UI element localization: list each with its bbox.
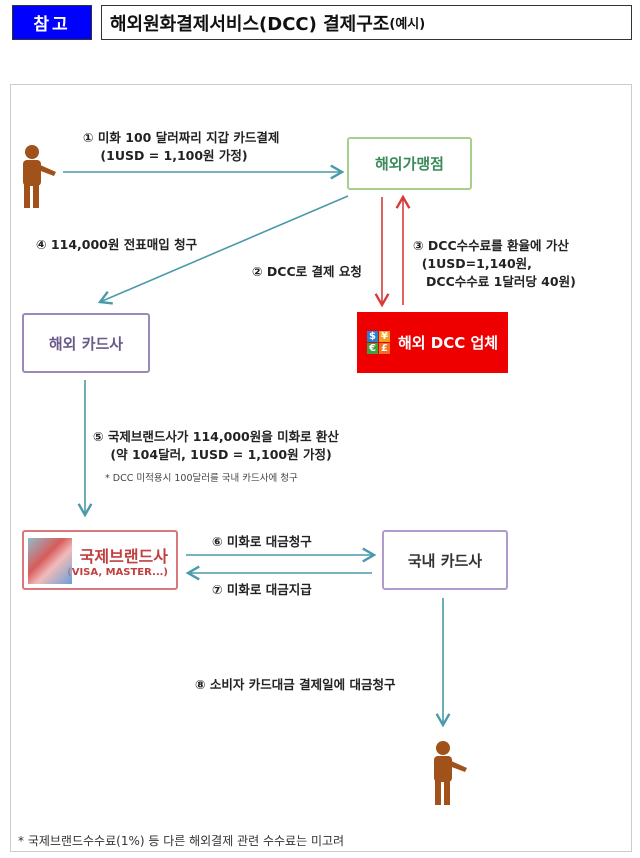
title-suffix: (예시) — [389, 17, 426, 32]
dcc-provider-label: 해외 DCC 업체 — [397, 334, 499, 352]
person-icon — [434, 741, 467, 805]
page-title: 해외원화결제서비스(DCC) 결제구조(예시) — [101, 5, 632, 40]
brand-node: 국제브랜드사 (VISA, MASTER...) — [22, 530, 178, 590]
brand-sub-label: (VISA, MASTER...) — [67, 566, 168, 578]
step-7-label: ⑦ 미화로 대금지급 — [212, 582, 312, 597]
step-8-label: ⑧ 소비자 카드대금 결제일에 대금청구 — [195, 677, 396, 692]
step-3-label: ③ DCC수수료를 환율에 가산 (1USD=1,140원, DCC수수료 1달… — [413, 238, 576, 289]
person-icon — [23, 145, 56, 208]
step-5-label: ⑤ 국제브랜드사가 114,000원을 미화로 환산 (약 104달러, 1US… — [93, 429, 339, 462]
step-1-label: ① 미화 100 달러짜리 지갑 카드결제 (1USD = 1,100원 가정) — [83, 130, 280, 163]
pound-icon: £ — [378, 343, 390, 354]
currency-icon: $ ¥ € £ — [366, 331, 390, 354]
reference-tag: 참고 — [12, 5, 92, 40]
diagram-frame — [10, 84, 632, 852]
dollar-icon: $ — [366, 331, 378, 342]
card-image-icon — [28, 538, 72, 584]
title-text: 해외원화결제서비스(DCC) 결제구조 — [110, 13, 390, 35]
step-2-label: ② DCC로 결제 요청 — [252, 264, 362, 279]
brand-label: 국제브랜드사 — [79, 546, 168, 566]
yen-icon: ¥ — [378, 331, 390, 342]
step-4-label: ④ 114,000원 전표매입 청구 — [36, 237, 198, 252]
arrow-4 — [97, 195, 349, 305]
euro-icon: € — [366, 343, 378, 354]
footnote: * 국제브랜드수수료(1%) 등 다른 해외결제 관련 수수료는 미고려 — [18, 834, 345, 848]
overseas-card-node: 해외 카드사 — [22, 313, 150, 373]
domestic-card-node: 국내 카드사 — [382, 530, 508, 590]
merchant-node: 해외가맹점 — [347, 137, 472, 190]
dcc-provider-node: $ ¥ € £ 해외 DCC 업체 — [357, 312, 508, 373]
step-6-label: ⑥ 미화로 대금청구 — [212, 534, 312, 549]
step-5-note: * DCC 미적용시 100달러를 국내 카드사에 청구 — [105, 473, 298, 484]
